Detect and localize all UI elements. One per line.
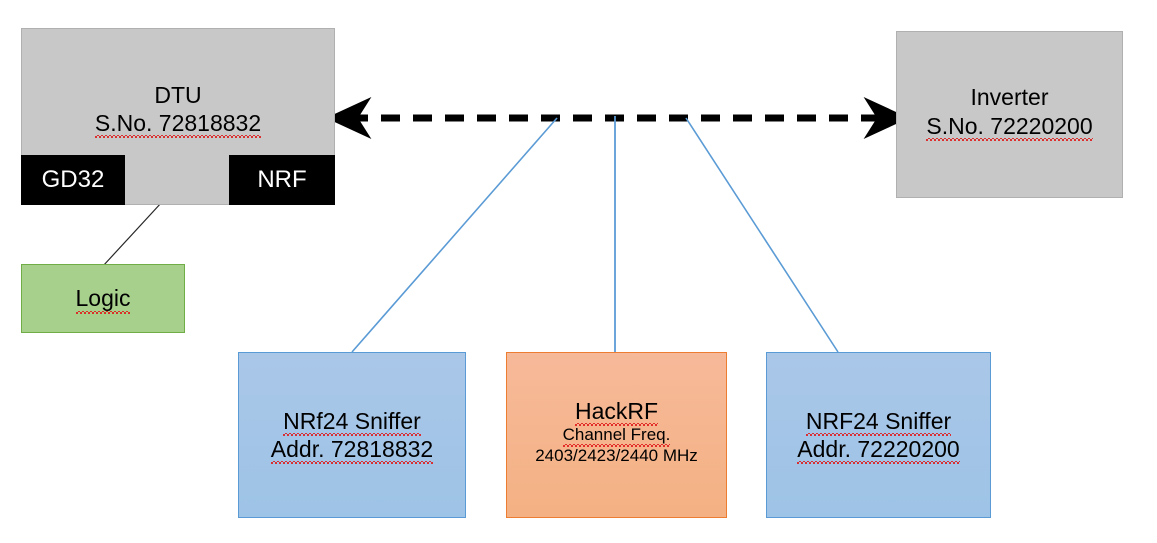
hackrf-title: HackRF — [574, 398, 659, 427]
sniffer-right-tap-line — [685, 117, 839, 353]
hackrf-title-wrap: HackRF — [574, 397, 659, 427]
logic-analyzer-node[interactable]: Logic — [21, 264, 185, 333]
sniffer-left-address-wrap: Addr. 72818832 — [270, 435, 434, 465]
sniffer-left-tap-line — [351, 117, 558, 353]
inverter-title: Inverter — [970, 84, 1049, 111]
sniffer-left-title: NRf24 Sniffer — [283, 407, 421, 437]
dtu-chip-gd32-label: GD32 — [41, 166, 105, 193]
logic-label: Logic — [75, 285, 131, 314]
inverter-node[interactable]: Inverter S.No. 72220200 — [896, 31, 1123, 198]
inverter-serial: S.No. 72220200 — [926, 112, 1093, 141]
sniffer-right-title-wrap: NRF24 Sniffer — [805, 407, 952, 437]
sniffer-right-address-wrap: Addr. 72220200 — [797, 435, 961, 465]
sniffer-left-node[interactable]: NRf24 Sniffer Addr. 72818832 — [238, 352, 466, 518]
logic-label-wrap: Logic — [75, 284, 131, 314]
sniffer-left-title-wrap: NRf24 Sniffer — [283, 407, 421, 437]
sniffer-left-address: Addr. 72818832 — [270, 436, 434, 465]
dtu-chip-gd32[interactable]: GD32 — [21, 155, 125, 205]
sniffer-right-title: NRF24 Sniffer — [805, 407, 952, 437]
dtu-chip-nrf-label: NRF — [257, 166, 307, 193]
dtu-serial: S.No. 72818832 — [94, 109, 262, 139]
hackrf-channel-values: 2403/2423/2440 MHz — [535, 445, 698, 465]
hackrf-channel-label: Channel Freq. — [562, 425, 671, 447]
sniffer-right-address: Addr. 72220200 — [797, 436, 961, 465]
dtu-serial-text: S.No. 72818832 — [94, 110, 262, 139]
hackrf-node[interactable]: HackRF Channel Freq. 2403/2423/2440 MHz — [506, 352, 727, 518]
dtu-chip-nrf[interactable]: NRF — [229, 155, 335, 205]
hackrf-channel-label-wrap: Channel Freq. — [562, 425, 671, 447]
dtu-title: DTU — [154, 82, 202, 108]
sniffer-right-node[interactable]: NRF24 Sniffer Addr. 72220200 — [766, 352, 991, 518]
inverter-serial-text: S.No. 72220200 — [926, 112, 1093, 141]
